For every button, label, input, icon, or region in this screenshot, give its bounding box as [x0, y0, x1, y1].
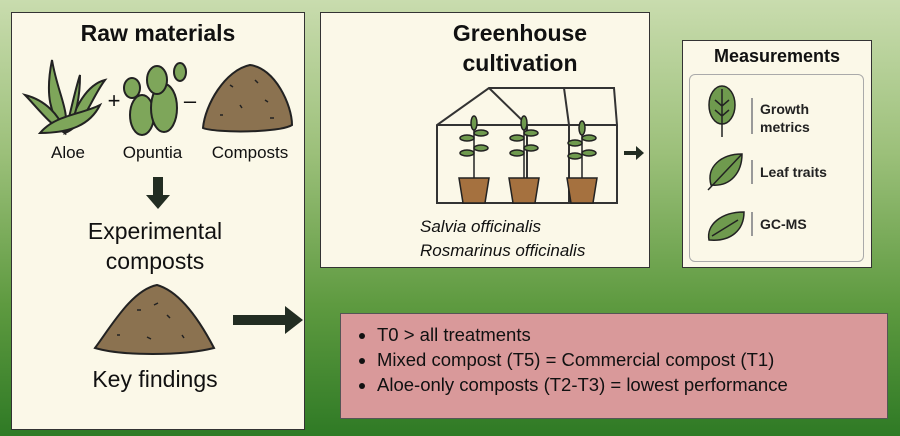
growth-line1: Growth: [760, 101, 809, 117]
divider: [751, 98, 753, 134]
leaf-traits-icon: [707, 153, 743, 191]
measurement-growth-metrics: Growth metrics: [760, 100, 810, 136]
measurement-leaf-traits: Leaf traits: [760, 164, 827, 180]
experimental-title-line1: Experimental: [87, 218, 223, 244]
aloe-icon: [21, 59, 108, 136]
key-findings-label: Key findings: [92, 366, 218, 392]
arrow-to-findings-icon: [233, 306, 303, 334]
plus-sign: +: [107, 88, 121, 113]
composts-label: Composts: [211, 143, 289, 162]
experimental-compost-pile-icon: [93, 283, 216, 355]
growth-line2: metrics: [760, 119, 810, 135]
species-rosmarinus: Rosmarinus officinalis: [420, 241, 586, 260]
gcms-leaf-icon: [707, 211, 745, 241]
arrow-to-measurements-icon: [624, 146, 644, 160]
minus-sign: –: [183, 88, 197, 113]
measurements-title: Measurements: [713, 46, 841, 66]
finding-item: T0 > all treatments: [377, 322, 875, 347]
measurement-gcms: GC-MS: [760, 216, 807, 232]
divider: [751, 160, 753, 184]
experimental-title-line2: composts: [105, 248, 205, 274]
down-arrow-icon: [146, 177, 170, 209]
opuntia-icon: [123, 62, 187, 136]
species-salvia: Salvia officinalis: [420, 217, 541, 236]
raw-materials-title: Raw materials: [80, 20, 236, 46]
finding-item: Mixed compost (T5) = Commercial compost …: [377, 347, 875, 372]
measurements-list: [689, 74, 864, 262]
aloe-label: Aloe: [50, 143, 86, 162]
compost-pile-icon: [201, 63, 294, 133]
greenhouse-title-line1: Greenhouse: [452, 20, 588, 46]
greenhouse-icon: [436, 87, 618, 204]
growth-leaf-icon: [708, 85, 736, 137]
opuntia-label: Opuntia: [122, 143, 183, 162]
greenhouse-title-line2: cultivation: [462, 50, 578, 76]
key-findings-box: T0 > all treatments Mixed compost (T5) =…: [340, 313, 888, 419]
finding-item: Aloe-only composts (T2-T3) = lowest perf…: [377, 372, 875, 397]
divider: [751, 212, 753, 236]
